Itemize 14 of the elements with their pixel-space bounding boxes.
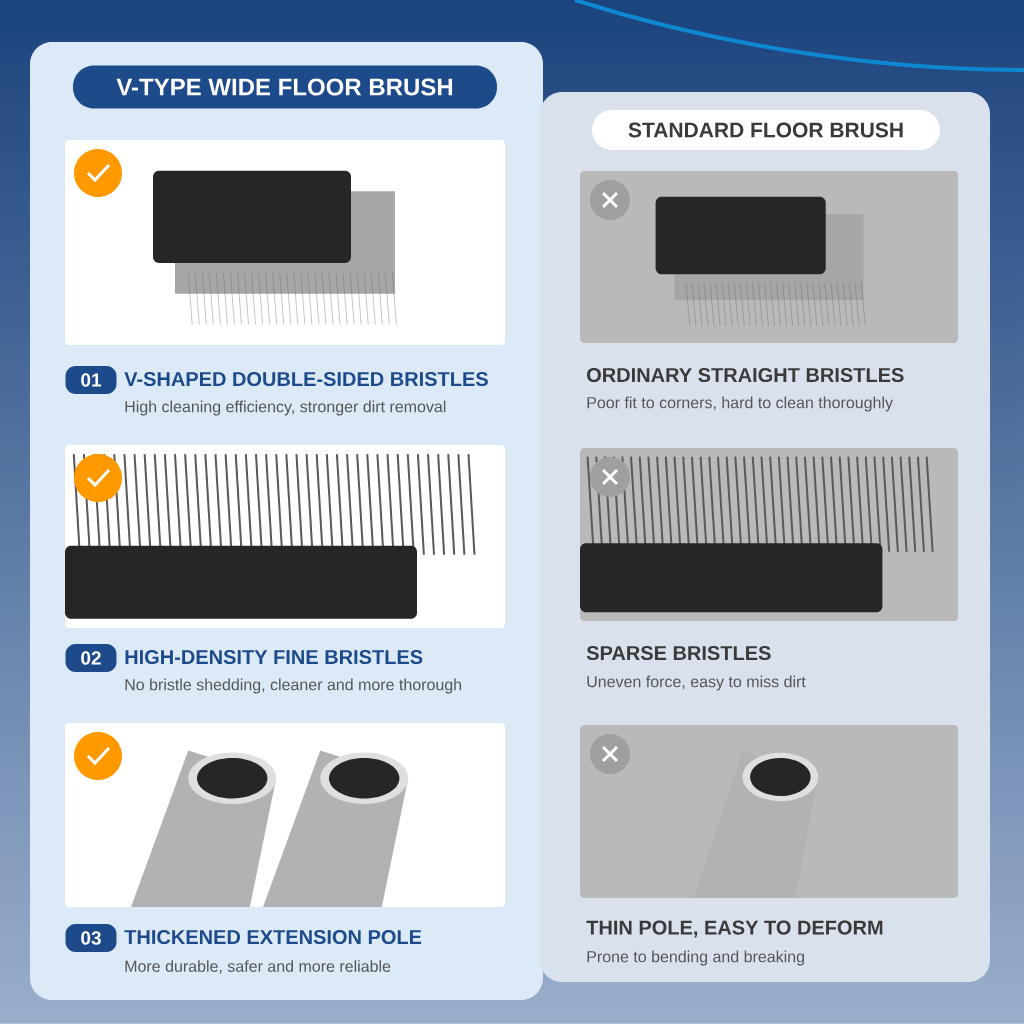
feature-heading: THIN POLE, EASY TO DEFORM — [586, 920, 883, 938]
feature-heading: V-SHAPED DOUBLE-SIDED BRISTLES — [124, 371, 488, 387]
feature-heading: ORDINARY STRAIGHT BRISTLES — [587, 367, 904, 383]
feature-description: Uneven force, easy to miss dirt — [587, 675, 806, 691]
feature-heading: SPARSE BRISTLES — [586, 645, 771, 661]
feature-description: Poor fit to corners, hard to clean thoroughly — [587, 396, 893, 412]
number-badge: 03 — [65, 924, 117, 952]
feature-heading: THICKENED EXTENSION POLE — [124, 929, 422, 945]
feature-description: Prone to bending and breaking — [587, 950, 804, 966]
number-badge: 01 — [65, 366, 117, 394]
title-banner: STANDARD FLOOR BRUSH — [592, 110, 940, 150]
title-banner: V-TYPE WIDE FLOOR BRUSH — [73, 65, 497, 109]
number-badge: 02 — [65, 644, 117, 672]
feature-heading: HIGH-DENSITY FINE BRISTLES — [125, 649, 423, 665]
